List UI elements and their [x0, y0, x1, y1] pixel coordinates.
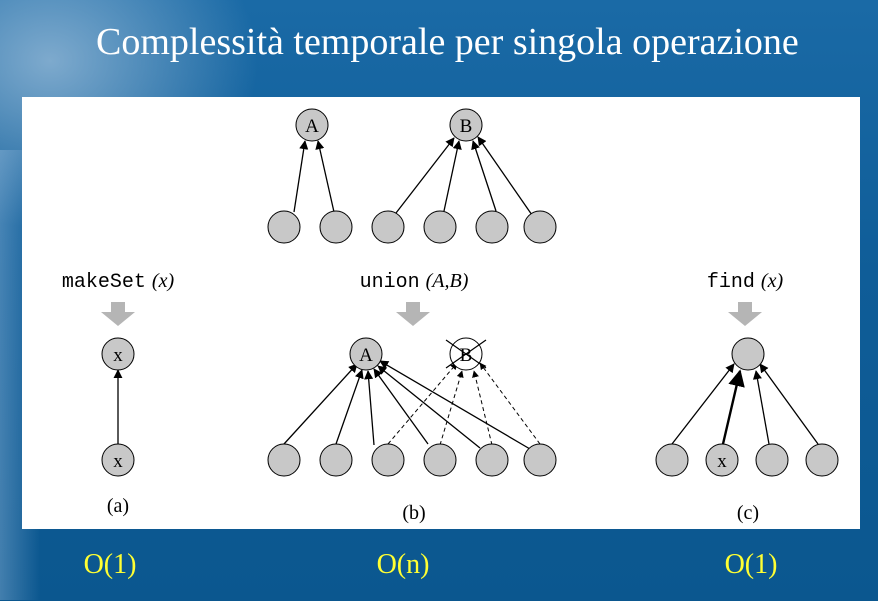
- union-result: A B: [267, 337, 557, 477]
- caption-c: (c): [737, 502, 759, 524]
- transition-arrows: [101, 302, 762, 326]
- makeset-root-label: x: [113, 345, 123, 366]
- makeset-name: makeSet: [62, 271, 146, 294]
- diagram-svg: A B makeSet (x) union (A,B) find (x): [62, 108, 839, 524]
- tree-a-before: A: [267, 108, 353, 244]
- slide-title: Complessità temporale per singola operaz…: [96, 21, 799, 63]
- cross-out-line-2: [445, 339, 487, 369]
- cost-makeset: O(1): [83, 549, 137, 580]
- makeset-args: (x): [152, 270, 175, 292]
- caption-a: (a): [107, 495, 129, 517]
- makeset-result: x x: [101, 337, 135, 477]
- down-arrow-b: [396, 302, 430, 326]
- node-b-label: B: [460, 116, 473, 137]
- find-node-x-label: x: [717, 451, 727, 472]
- tree-b-before: B: [371, 108, 557, 244]
- cost-find: O(1): [724, 549, 778, 580]
- find-name: find: [707, 271, 755, 294]
- diagram-panel: A B makeSet (x) union (A,B) find (x): [22, 97, 860, 529]
- find-args: (x): [761, 270, 784, 292]
- makeset-operation: makeSet (x): [62, 270, 175, 294]
- node-a-label: A: [305, 116, 319, 137]
- find-operation: find (x): [707, 270, 784, 294]
- union-old-root-b-label: B: [460, 345, 473, 366]
- union-args: (A,B): [426, 270, 469, 292]
- makeset-node-label: x: [113, 451, 123, 472]
- down-arrow-a: [101, 302, 135, 326]
- cost-union: O(n): [376, 549, 430, 580]
- union-name: union: [360, 271, 420, 294]
- union-operation: union (A,B): [360, 270, 469, 294]
- union-root-a-label: A: [359, 345, 373, 366]
- down-arrow-c: [728, 302, 762, 326]
- caption-b: (b): [402, 502, 425, 524]
- find-result: x: [655, 337, 839, 477]
